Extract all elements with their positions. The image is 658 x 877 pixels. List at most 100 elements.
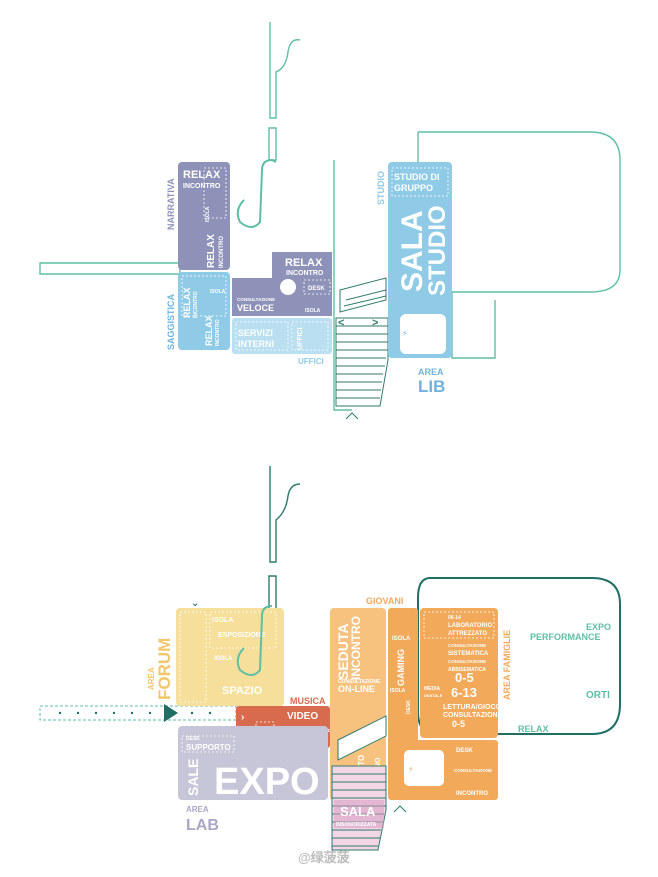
incontro-b-label: INCONTRO bbox=[349, 616, 363, 680]
consultazione-c-label: CONSULTAZIONE bbox=[454, 768, 492, 773]
sala-insonorizzata-block bbox=[334, 800, 384, 828]
age-05b-label: 0-5 bbox=[452, 719, 465, 729]
top-stair bbox=[335, 277, 389, 420]
age-05-label: 0-5 bbox=[455, 670, 474, 685]
lower-room bbox=[404, 750, 444, 786]
famiglie-block bbox=[420, 608, 498, 738]
entry-arrow-icon bbox=[164, 704, 178, 722]
incontro-c-label: INCONTRO bbox=[456, 791, 488, 797]
video-label: VIDEO bbox=[287, 711, 318, 722]
sale-label: SALE bbox=[185, 759, 201, 796]
video-chevron-icon: › bbox=[241, 712, 244, 723]
veloce-label: VELOCE bbox=[237, 303, 274, 313]
consultazione-b-label: CONSULTAZIONE bbox=[443, 712, 503, 719]
top-stair-curve bbox=[269, 22, 301, 119]
performance-label: PERFORMANCE bbox=[530, 632, 601, 642]
area-famiglie-label: AREA FAMIGLIE bbox=[502, 630, 512, 700]
sala-studio-room bbox=[400, 314, 446, 354]
gruppo-label: GRUPPO bbox=[394, 183, 433, 193]
uffici-box-label: UFFICI bbox=[297, 327, 304, 350]
relax-incontro-1-sub: INCONTRO bbox=[183, 183, 221, 190]
esposizione-label: ESPOSIZIONE bbox=[218, 632, 266, 639]
saggistica-block bbox=[178, 272, 230, 350]
interni-label: INTERNI bbox=[238, 339, 274, 349]
relax-incontro-4-sub: INCONTRO bbox=[215, 319, 221, 346]
uffici-label: UFFICI bbox=[298, 357, 324, 366]
veloce-circle bbox=[280, 279, 296, 295]
bottom-stair-curve bbox=[269, 466, 301, 563]
sistematica-label: SISTEMATICA bbox=[448, 651, 489, 657]
arrow-right-icon: > bbox=[372, 317, 378, 329]
sala-ins-sub: INSONORIZZATA bbox=[336, 822, 377, 828]
isola-2-label: ISOLA bbox=[210, 289, 226, 295]
saggistica-label: SAGGISTICA bbox=[166, 293, 176, 350]
servizi-block bbox=[232, 318, 332, 354]
attrezzato-label: ATTREZZATO bbox=[448, 631, 487, 637]
isola-b-label: ISOLA bbox=[214, 656, 233, 662]
musica-label: MUSICA bbox=[290, 696, 326, 706]
isola-c-label: ISOLA bbox=[392, 636, 411, 642]
top-room-right-stem bbox=[451, 292, 496, 359]
studio-big-label: STUDIO bbox=[424, 205, 451, 296]
bottom-room-right bbox=[417, 577, 621, 735]
sala-big-label: SALA bbox=[396, 210, 429, 292]
relax-incontro-5-sub: INCONTRO bbox=[286, 270, 324, 277]
watermark: @绿菠菠 bbox=[298, 850, 351, 865]
consultazione-top-label: CONSULTAZIONE bbox=[237, 297, 275, 302]
sala-ins-label: SALA bbox=[340, 804, 376, 819]
desk-c-label: DESK bbox=[456, 748, 473, 754]
laboratorio-label: LABORATORIO bbox=[448, 623, 492, 629]
gaming-label: GAMING bbox=[396, 649, 406, 686]
servizi-label: SERVIZI bbox=[238, 328, 273, 338]
forum-block bbox=[176, 608, 284, 706]
age-613-label: 6-13 bbox=[451, 685, 477, 700]
consultazione-online-label: CONSULTAZIONE bbox=[338, 679, 381, 685]
relax-incontro-3-sub: INCONTRO bbox=[193, 291, 199, 318]
area-lab-title: LAB bbox=[186, 817, 219, 834]
lightning-icon-2: ⚡ bbox=[408, 765, 414, 774]
area-lab-area: AREA bbox=[186, 805, 209, 814]
lab-age-label: 06-14 bbox=[448, 615, 461, 621]
isola-1-label: ISOLA bbox=[205, 206, 211, 222]
expo-perf-label: EXPO bbox=[586, 622, 611, 632]
desk-top-label: DESK bbox=[308, 286, 325, 292]
lettura-gioco-label: LETTURA/GIOCO bbox=[443, 704, 501, 711]
top-studio-wall bbox=[333, 160, 352, 411]
isola-d-label: ISOLA bbox=[390, 688, 406, 694]
relax-incontro-5-title: RELAX bbox=[285, 257, 323, 269]
top-arrow-up bbox=[345, 412, 359, 420]
relax-incontro-4-title: RELAX bbox=[204, 315, 214, 346]
top-room-right bbox=[418, 131, 621, 293]
expo-big-label: EXPO bbox=[214, 761, 320, 803]
lightning-icon: ⚡ bbox=[402, 329, 408, 338]
seduta-block bbox=[330, 608, 386, 744]
desk-expo-label: DESK bbox=[186, 736, 200, 742]
arrow-left-icon: < bbox=[338, 317, 344, 329]
desk-b-label: DESK bbox=[406, 700, 412, 714]
on-line-label: ON-LINE bbox=[338, 684, 375, 694]
area-lib-title: LIB bbox=[418, 377, 445, 396]
expo-block bbox=[178, 726, 328, 800]
relax-incontro-2-title: RELAX bbox=[206, 234, 217, 268]
seduta-label: SEDUTA bbox=[335, 623, 351, 680]
isola-a-label: ISOLA bbox=[212, 617, 233, 624]
media-label: MEDIA bbox=[424, 686, 441, 692]
abbisematica-label: ABBISEMATICA bbox=[448, 667, 486, 673]
studio-di-label: STUDIO DI bbox=[394, 172, 440, 182]
narrativa-label: NARRATIVA bbox=[166, 178, 176, 230]
giovani-label: GIOVANI bbox=[366, 596, 403, 606]
studio-side-label: STUDIO bbox=[376, 171, 386, 205]
gaming-block bbox=[388, 608, 418, 744]
chevron-down-icon: ⌄ bbox=[191, 598, 199, 609]
top-hook-curve bbox=[236, 158, 277, 228]
relax-label: RELAX bbox=[518, 724, 549, 734]
relax-incontro-2-sub: INCONTRO bbox=[219, 236, 225, 268]
bottom-hook-curve bbox=[236, 605, 273, 676]
sala-studio-block bbox=[388, 162, 452, 358]
relax-incontro-3-title: RELAX bbox=[182, 287, 192, 318]
area-lib-area: AREA bbox=[418, 367, 444, 377]
top-plan: RELAX INCONTRO ISOLA RELAX INCONTRO NARR… bbox=[39, 22, 621, 420]
area-forum-area: AREA bbox=[147, 667, 156, 690]
top-corridor-left bbox=[39, 262, 181, 275]
